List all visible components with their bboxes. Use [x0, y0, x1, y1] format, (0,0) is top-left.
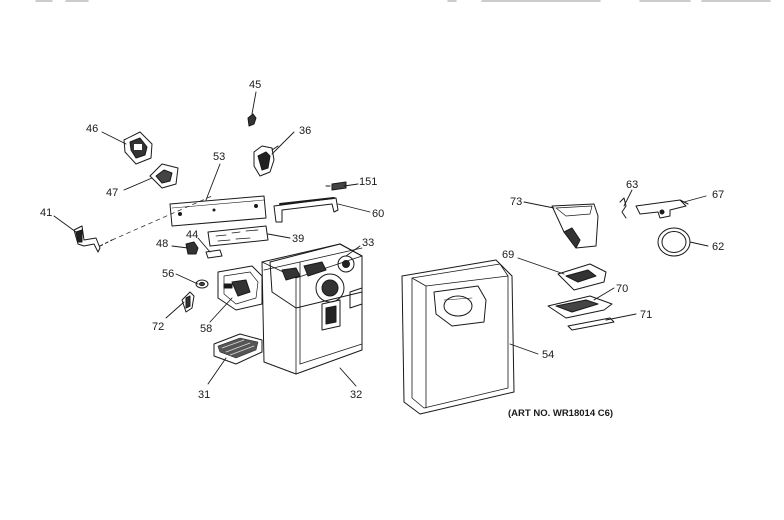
- label-53: 53: [213, 151, 225, 163]
- part-53-cover-plate: [169, 195, 267, 227]
- part-39-circuit-board: [207, 225, 269, 247]
- label-72: 72: [152, 321, 164, 333]
- part-36-switch: [253, 145, 279, 177]
- part-72-clip: [181, 291, 195, 313]
- label-41: 41: [40, 207, 52, 219]
- part-41-lever: [73, 195, 213, 253]
- part-48-connector: [185, 241, 199, 255]
- label-70: 70: [616, 283, 628, 295]
- art-number-caption: (ART NO. WR18014 C6): [508, 408, 613, 419]
- label-44: 44: [186, 229, 198, 241]
- part-151-screw: [325, 181, 347, 191]
- part-44-tab: [205, 249, 223, 259]
- part-47-plate: [149, 163, 179, 189]
- label-71: 71: [640, 309, 652, 321]
- label-58: 58: [200, 323, 212, 335]
- label-69: 69: [502, 249, 514, 261]
- label-31: 31: [198, 389, 210, 401]
- label-60: 60: [372, 208, 384, 220]
- label-33: 33: [362, 237, 374, 249]
- label-45: 45: [249, 79, 261, 91]
- part-60-bracket: [273, 197, 339, 223]
- part-73-ice-chute: [551, 203, 599, 249]
- label-62: 62: [712, 241, 724, 253]
- part-62-gasket-ring: [657, 227, 691, 257]
- label-36: 36: [299, 125, 311, 137]
- label-73: 73: [510, 196, 522, 208]
- label-56: 56: [162, 268, 174, 280]
- label-46: 46: [86, 123, 98, 135]
- part-56-grommet: [195, 279, 209, 289]
- label-151: 151: [359, 176, 377, 188]
- label-63: 63: [626, 179, 638, 191]
- label-54: 54: [542, 349, 554, 361]
- label-47: 47: [106, 187, 118, 199]
- label-39: 39: [292, 233, 304, 245]
- part-69-actuator: [557, 263, 607, 291]
- part-45-clip: [247, 113, 257, 127]
- label-32: 32: [350, 389, 362, 401]
- part-54-door-panel: [401, 259, 515, 415]
- part-46-knob: [123, 131, 153, 165]
- part-63-spring: [619, 197, 627, 219]
- label-67: 67: [712, 189, 724, 201]
- part-58-motor-bracket: [217, 265, 263, 311]
- part-31-grille: [213, 333, 263, 365]
- label-48: 48: [156, 238, 168, 250]
- part-71-strip: [567, 317, 615, 331]
- leader-lines: [53, 91, 709, 387]
- part-70-paddle: [547, 295, 613, 319]
- part-67-hinge-bracket: [635, 199, 689, 219]
